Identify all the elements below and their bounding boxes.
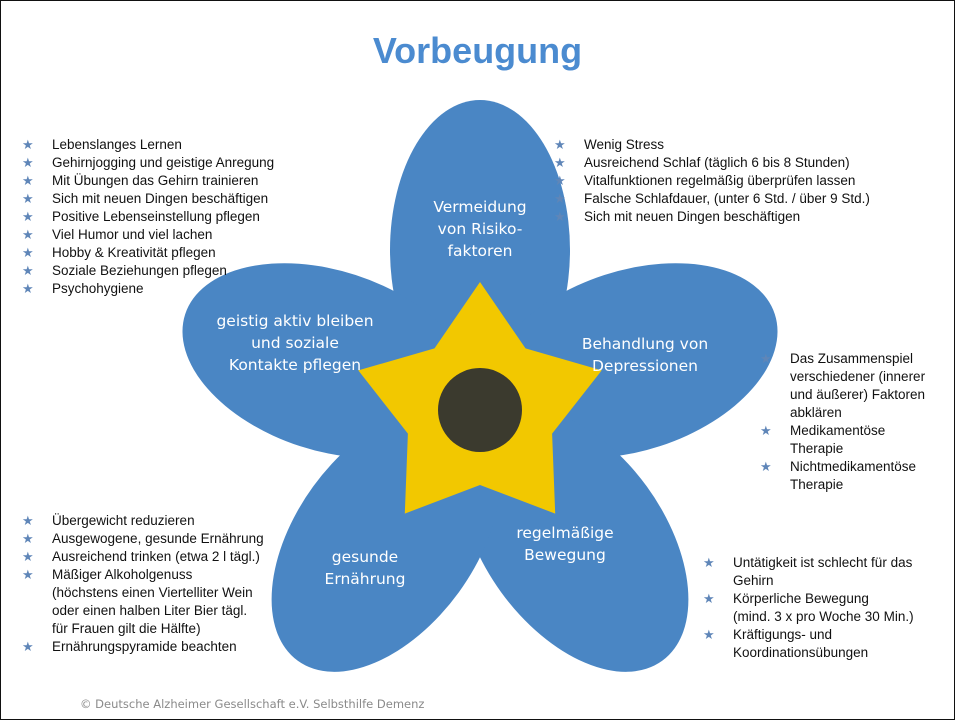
list-bottom-left: ★ Übergewicht reduzieren ★ Ausgewogene, ges… — [22, 512, 322, 656]
petal-label-left: geistig aktiv bleiben und soziale Kontak… — [216, 312, 374, 374]
star-icon: ★ — [22, 549, 34, 564]
list-item: ★ Falsche Schlafdauer, (unter 6 Std. / üb… — [554, 190, 944, 208]
list-item-text: Das Zusammenspiel verschiedener (innerer… — [790, 351, 926, 420]
star-icon: ★ — [22, 513, 34, 528]
list-item: ★ Übergewicht reduzieren — [22, 512, 322, 530]
list-item: ★ Vitalfunktionen regelmäßig überprüfen l… — [554, 172, 944, 190]
list-item: ★ Ausreichend Schlaf (täglich 6 bis 8 Stu… — [554, 154, 944, 172]
star-icon: ★ — [554, 209, 566, 224]
list-item-text: Wenig Stress — [584, 137, 665, 152]
list-item: ★ Das Zusammenspiel verschiedener (innere… — [760, 350, 955, 422]
star-icon: ★ — [703, 555, 715, 570]
star-icon: ★ — [22, 281, 34, 296]
star-icon: ★ — [22, 209, 34, 224]
list-item-text: Gehirnjogging und geistige Anregung — [52, 155, 275, 170]
star-icon: ★ — [554, 173, 566, 188]
list-right: ★ Das Zusammenspiel verschiedener (innere… — [760, 350, 955, 494]
petal-label-bottom-left: gesunde Ernährung — [324, 548, 406, 588]
star-icon: ★ — [760, 423, 772, 438]
list-item: ★ Viel Humor und viel lachen — [22, 226, 342, 244]
list-item: ★ Sich mit neuen Dingen beschäftigen — [22, 190, 342, 208]
list-item-text: Ausreichend trinken (etwa 2 l tägl.) — [52, 549, 260, 564]
list-item: ★ Hobby & Kreativität pflegen — [22, 244, 342, 262]
list-item-text: Sich mit neuen Dingen beschäftigen — [52, 191, 269, 206]
list-item: ★ Medikamentöse Therapie — [760, 422, 955, 458]
list-item: ★ Psychohygiene — [22, 280, 342, 298]
list-item: ★ Ausgewogene, gesunde Ernährung — [22, 530, 322, 548]
list-item-text: Übergewicht reduzieren — [52, 513, 195, 528]
star-icon: ★ — [554, 155, 566, 170]
star-icon: ★ — [760, 459, 772, 474]
list-item: ★ Sich mit neuen Dingen beschäftigen — [554, 208, 944, 226]
list-item: ★ Gehirnjogging und geistige Anregung — [22, 154, 342, 172]
list-item: ★ Positive Lebenseinstellung pflegen — [22, 208, 342, 226]
star-icon: ★ — [22, 263, 34, 278]
star-icon: ★ — [554, 137, 566, 152]
list-item: ★ Lebenslanges Lernen — [22, 136, 342, 154]
list-item-text: Ausgewogene, gesunde Ernährung — [52, 531, 264, 546]
list-item-text: Mäßiger Alkoholgenuss (höchstens einen V… — [52, 567, 253, 636]
list-item: ★ Mit Übungen das Gehirn trainieren — [22, 172, 342, 190]
list-item: ★ Ernährungspyramide beachten — [22, 638, 322, 656]
list-item: ★ Untätigkeit ist schlecht für das Gehirn — [703, 554, 948, 590]
petal-label-right: Behandlung von Depressionen — [581, 335, 709, 375]
list-item-text: Falsche Schlafdauer, (unter 6 Std. / übe… — [584, 191, 870, 206]
list-item-text: Viel Humor und viel lachen — [52, 227, 213, 242]
star-icon: ★ — [22, 567, 34, 582]
page-title: Vorbeugung — [372, 30, 583, 71]
star-icon: ★ — [22, 173, 34, 188]
list-item-text: Körperliche Bewegung (mind. 3 x pro Woch… — [733, 591, 914, 624]
star-icon: ★ — [22, 137, 34, 152]
list-item-text: Nichtmedikamentöse Therapie — [790, 459, 917, 492]
list-item: ★ Mäßiger Alkoholgenuss (höchstens einen … — [22, 566, 322, 638]
list-item-text: Positive Lebenseinstellung pflegen — [52, 209, 260, 224]
list-item: ★ Wenig Stress — [554, 136, 944, 154]
list-bottom-right: ★ Untätigkeit ist schlecht für das Gehirn… — [703, 554, 948, 662]
star-icon: ★ — [760, 351, 772, 366]
star-icon: ★ — [22, 639, 34, 654]
list-item: ★ Ausreichend trinken (etwa 2 l tägl.) — [22, 548, 322, 566]
center-dot — [438, 368, 522, 452]
list-item: ★ Soziale Beziehungen pflegen — [22, 262, 342, 280]
copyright-notice: © Deutsche Alzheimer Gesellschaft e.V. S… — [80, 697, 425, 711]
list-top-right: ★ Wenig Stress ★ Ausreichend Schlaf (täglic… — [554, 136, 944, 226]
star-icon: ★ — [22, 245, 34, 260]
petal-label-top: Vermeidung von Risiko- faktoren — [433, 198, 527, 260]
list-item-text: Psychohygiene — [52, 281, 144, 296]
star-icon: ★ — [22, 227, 34, 242]
star-icon: ★ — [703, 591, 715, 606]
list-item: ★ Nichtmedikamentöse Therapie — [760, 458, 955, 494]
list-item-text: Untätigkeit ist schlecht für das Gehirn — [733, 555, 913, 588]
star-icon: ★ — [22, 155, 34, 170]
list-item: ★ Kräftigungs- und Koordinationsübungen — [703, 626, 948, 662]
list-item-text: Lebenslanges Lernen — [52, 137, 182, 152]
list-item-text: Vitalfunktionen regelmäßig überprüfen la… — [584, 173, 856, 188]
list-item-text: Ernährungspyramide beachten — [52, 639, 237, 654]
star-icon: ★ — [554, 191, 566, 206]
star-icon: ★ — [22, 191, 34, 206]
list-item-text: Hobby & Kreativität pflegen — [52, 245, 216, 260]
list-item-text: Sich mit neuen Dingen beschäftigen — [584, 209, 801, 224]
list-item-text: Medikamentöse Therapie — [790, 423, 886, 456]
list-item-text: Kräftigungs- und Koordinationsübungen — [733, 627, 869, 660]
petal-label-bottom-right: regelmäßige Bewegung — [516, 524, 614, 564]
list-top-left: ★ Lebenslanges Lernen ★ Gehirnjogging und g… — [22, 136, 342, 298]
list-item-text: Soziale Beziehungen pflegen — [52, 263, 227, 278]
star-icon: ★ — [703, 627, 715, 642]
list-item-text: Ausreichend Schlaf (täglich 6 bis 8 Stun… — [584, 155, 850, 170]
list-item-text: Mit Übungen das Gehirn trainieren — [52, 173, 259, 188]
star-icon: ★ — [22, 531, 34, 546]
list-item: ★ Körperliche Bewegung (mind. 3 x pro Woc… — [703, 590, 948, 626]
